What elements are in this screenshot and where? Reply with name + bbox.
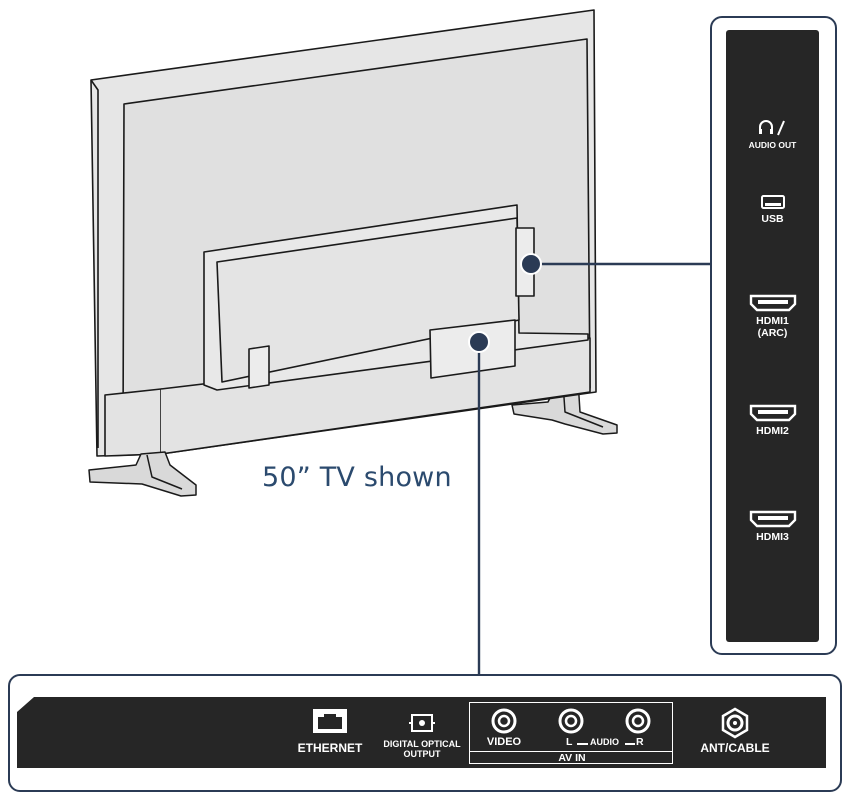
port-hdmi1[interactable]: HDMI1 (ARC) [726, 294, 819, 339]
port-hdmi3[interactable]: HDMI3 [726, 510, 819, 543]
av-in-group: AV IN [469, 702, 673, 764]
port-ant-cable[interactable]: ANT/CABLE [690, 707, 780, 755]
port-video[interactable]: VIDEO [482, 707, 526, 749]
headphone-icon [758, 120, 785, 136]
port-audio-out[interactable]: AUDIO OUT [726, 118, 819, 151]
hdmi-icon [749, 510, 796, 528]
rca-icon [558, 708, 584, 734]
audio-label: AUDIO [590, 737, 619, 747]
callout-dot-bottom [468, 331, 490, 353]
callout-dot-side [520, 253, 542, 275]
port-label-line2: OUTPUT [403, 749, 441, 759]
port-ethernet[interactable]: ETHERNET [290, 706, 370, 755]
port-label: ANT/CABLE [700, 741, 770, 755]
port-usb[interactable]: USB [726, 194, 819, 225]
port-label: ETHERNET [297, 741, 363, 755]
hdmi-icon [749, 404, 796, 422]
ethernet-icon [313, 709, 347, 733]
av-in-label: AV IN [558, 752, 586, 764]
side-jack-strip: AUDIO OUT USB HDMI1 (ARC) HDMI2 [726, 30, 819, 642]
port-label: AUDIO OUT [748, 140, 797, 150]
model-caption: 50” TV shown [262, 462, 452, 493]
audio-right-label: R [636, 736, 644, 748]
optical-icon [409, 714, 435, 732]
port-label-line1: DIGITAL OPTICAL [383, 739, 461, 749]
rca-icon [491, 708, 517, 734]
tv-stand-left [88, 451, 197, 497]
side-jack-panel: AUDIO OUT USB HDMI1 (ARC) HDMI2 [710, 16, 837, 655]
callout-lines [477, 262, 710, 674]
port-label: HDMI2 [756, 425, 789, 437]
port-digital-optical[interactable]: DIGITAL OPTICAL OUTPUT [376, 712, 468, 759]
audio-left-label: L [566, 736, 573, 748]
av-in-divider [470, 751, 672, 752]
port-label: VIDEO [486, 736, 522, 748]
port-audio-left[interactable] [557, 707, 585, 740]
port-audio-right[interactable] [624, 707, 652, 740]
rca-icon [625, 708, 651, 734]
port-sublabel: (ARC) [757, 327, 788, 339]
port-hdmi2[interactable]: HDMI2 [726, 404, 819, 437]
hdmi-icon [749, 294, 796, 312]
port-label: HDMI1 [756, 315, 789, 327]
coax-icon [721, 707, 749, 739]
usb-icon [760, 195, 785, 209]
port-label: HDMI3 [756, 531, 789, 543]
port-label: USB [761, 213, 784, 225]
audio-dashes [577, 743, 635, 745]
